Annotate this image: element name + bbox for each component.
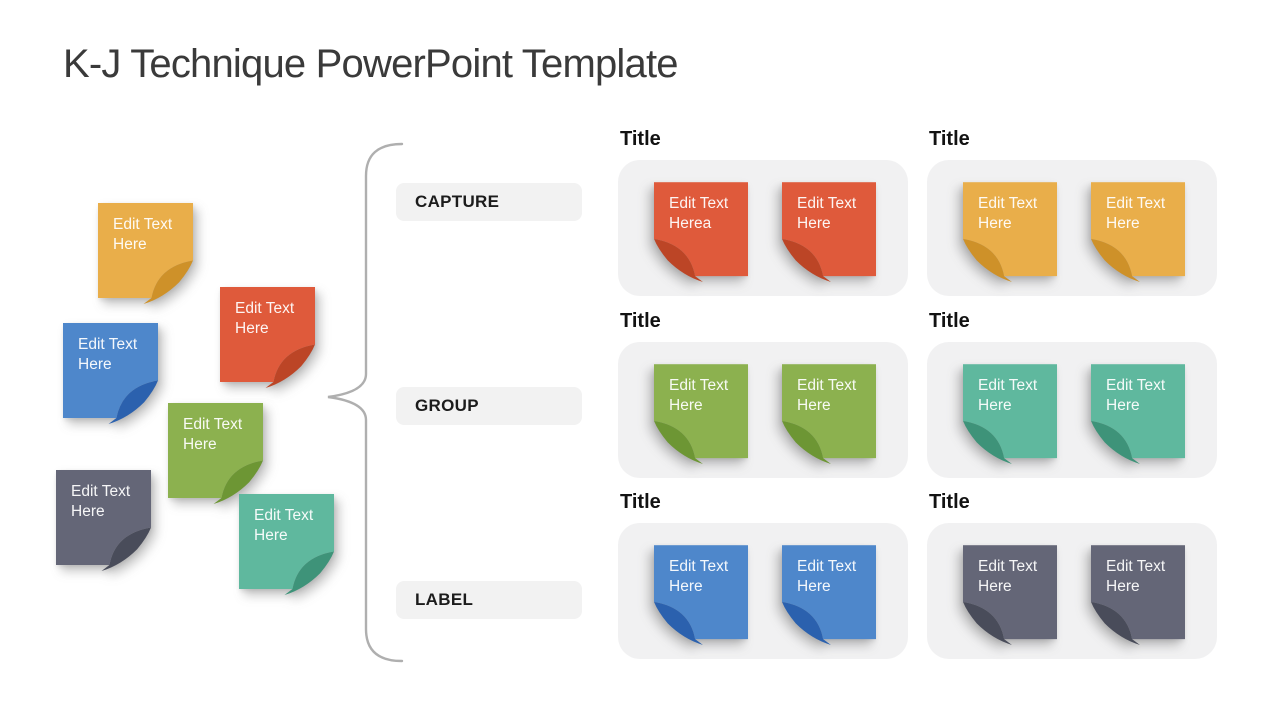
panel: Edit Text Here Edit Text Here	[927, 160, 1217, 296]
note-text: Edit Text Here	[797, 195, 857, 233]
note-text: Edit Text Here	[254, 507, 314, 545]
sticky-note[interactable]: Edit Text Here	[1091, 182, 1185, 284]
sticky-note[interactable]: Edit Text Here	[1091, 545, 1185, 647]
panel-group: Title Edit Text Here Edit Text Here	[618, 310, 908, 478]
step-label-text: GROUP	[415, 396, 479, 415]
panel: Edit Text Here Edit Text Here	[927, 523, 1217, 659]
panel-title[interactable]: Title	[620, 128, 661, 150]
note-text: Edit Text Here	[1106, 377, 1166, 415]
panel-group: Title Edit Text Herea Edit Text Here	[618, 128, 908, 296]
sticky-note[interactable]: Edit Text Here	[782, 545, 876, 647]
slide-title: K-J Technique PowerPoint Template	[63, 42, 679, 86]
sticky-note[interactable]: Edit Text Here	[98, 203, 193, 306]
panel-title[interactable]: Title	[929, 310, 970, 332]
sticky-note[interactable]: Edit Text Here	[963, 545, 1057, 647]
note-text: Edit Text Here	[1106, 558, 1166, 596]
sticky-note[interactable]: Edit Text Here	[1091, 364, 1185, 466]
note-text: Edit Text Here	[978, 195, 1038, 233]
sticky-note[interactable]: Edit Text Here	[654, 364, 748, 466]
sticky-note[interactable]: Edit Text Here	[220, 287, 315, 390]
note-text: Edit Text Here	[669, 377, 729, 415]
sticky-note[interactable]: Edit Text Here	[963, 182, 1057, 284]
sticky-note[interactable]: Edit Text Here	[782, 364, 876, 466]
sticky-note[interactable]: Edit Text Here	[63, 323, 158, 426]
sticky-note[interactable]: Edit Text Here	[56, 470, 151, 573]
panel-title[interactable]: Title	[620, 310, 661, 332]
panel-title[interactable]: Title	[929, 128, 970, 150]
step-label-text: LABEL	[415, 590, 474, 609]
note-text: Edit Text Here	[183, 416, 243, 454]
sticky-note[interactable]: Edit Text Here	[654, 545, 748, 647]
sticky-note[interactable]: Edit Text Here	[239, 494, 334, 597]
sticky-note[interactable]: Edit Text Here	[963, 364, 1057, 466]
panel: Edit Text Here Edit Text Here	[618, 342, 908, 478]
note-text: Edit Text Here	[235, 300, 295, 338]
note-text: Edit Text Herea	[669, 195, 729, 233]
sticky-note[interactable]: Edit Text Herea	[654, 182, 748, 284]
sticky-note[interactable]: Edit Text Here	[168, 403, 263, 506]
panel-group: Title Edit Text Here Edit Text Here	[927, 128, 1217, 296]
note-text: Edit Text Here	[978, 558, 1038, 596]
sticky-note[interactable]: Edit Text Here	[782, 182, 876, 284]
note-text: Edit Text Here	[1106, 195, 1166, 233]
panel-title[interactable]: Title	[620, 491, 661, 513]
note-text: Edit Text Here	[797, 377, 857, 415]
note-text: Edit Text Here	[78, 336, 138, 374]
curly-brace-icon	[327, 142, 404, 663]
note-text: Edit Text Here	[797, 558, 857, 596]
step-label-group[interactable]: GROUP	[396, 387, 582, 425]
note-text: Edit Text Here	[669, 558, 729, 596]
panel: Edit Text Here Edit Text Here	[618, 523, 908, 659]
step-label-capture[interactable]: CAPTURE	[396, 183, 582, 221]
panel-title[interactable]: Title	[929, 491, 970, 513]
step-label-text: CAPTURE	[415, 192, 500, 211]
panel-group: Title Edit Text Here Edit Text Here	[618, 491, 908, 659]
panel-group: Title Edit Text Here Edit Text Here	[927, 310, 1217, 478]
panel: Edit Text Herea Edit Text Here	[618, 160, 908, 296]
panel: Edit Text Here Edit Text Here	[927, 342, 1217, 478]
note-text: Edit Text Here	[978, 377, 1038, 415]
step-label-label[interactable]: LABEL	[396, 581, 582, 619]
panel-group: Title Edit Text Here Edit Text Here	[927, 491, 1217, 659]
note-text: Edit Text Here	[71, 483, 131, 521]
note-text: Edit Text Here	[113, 216, 173, 254]
